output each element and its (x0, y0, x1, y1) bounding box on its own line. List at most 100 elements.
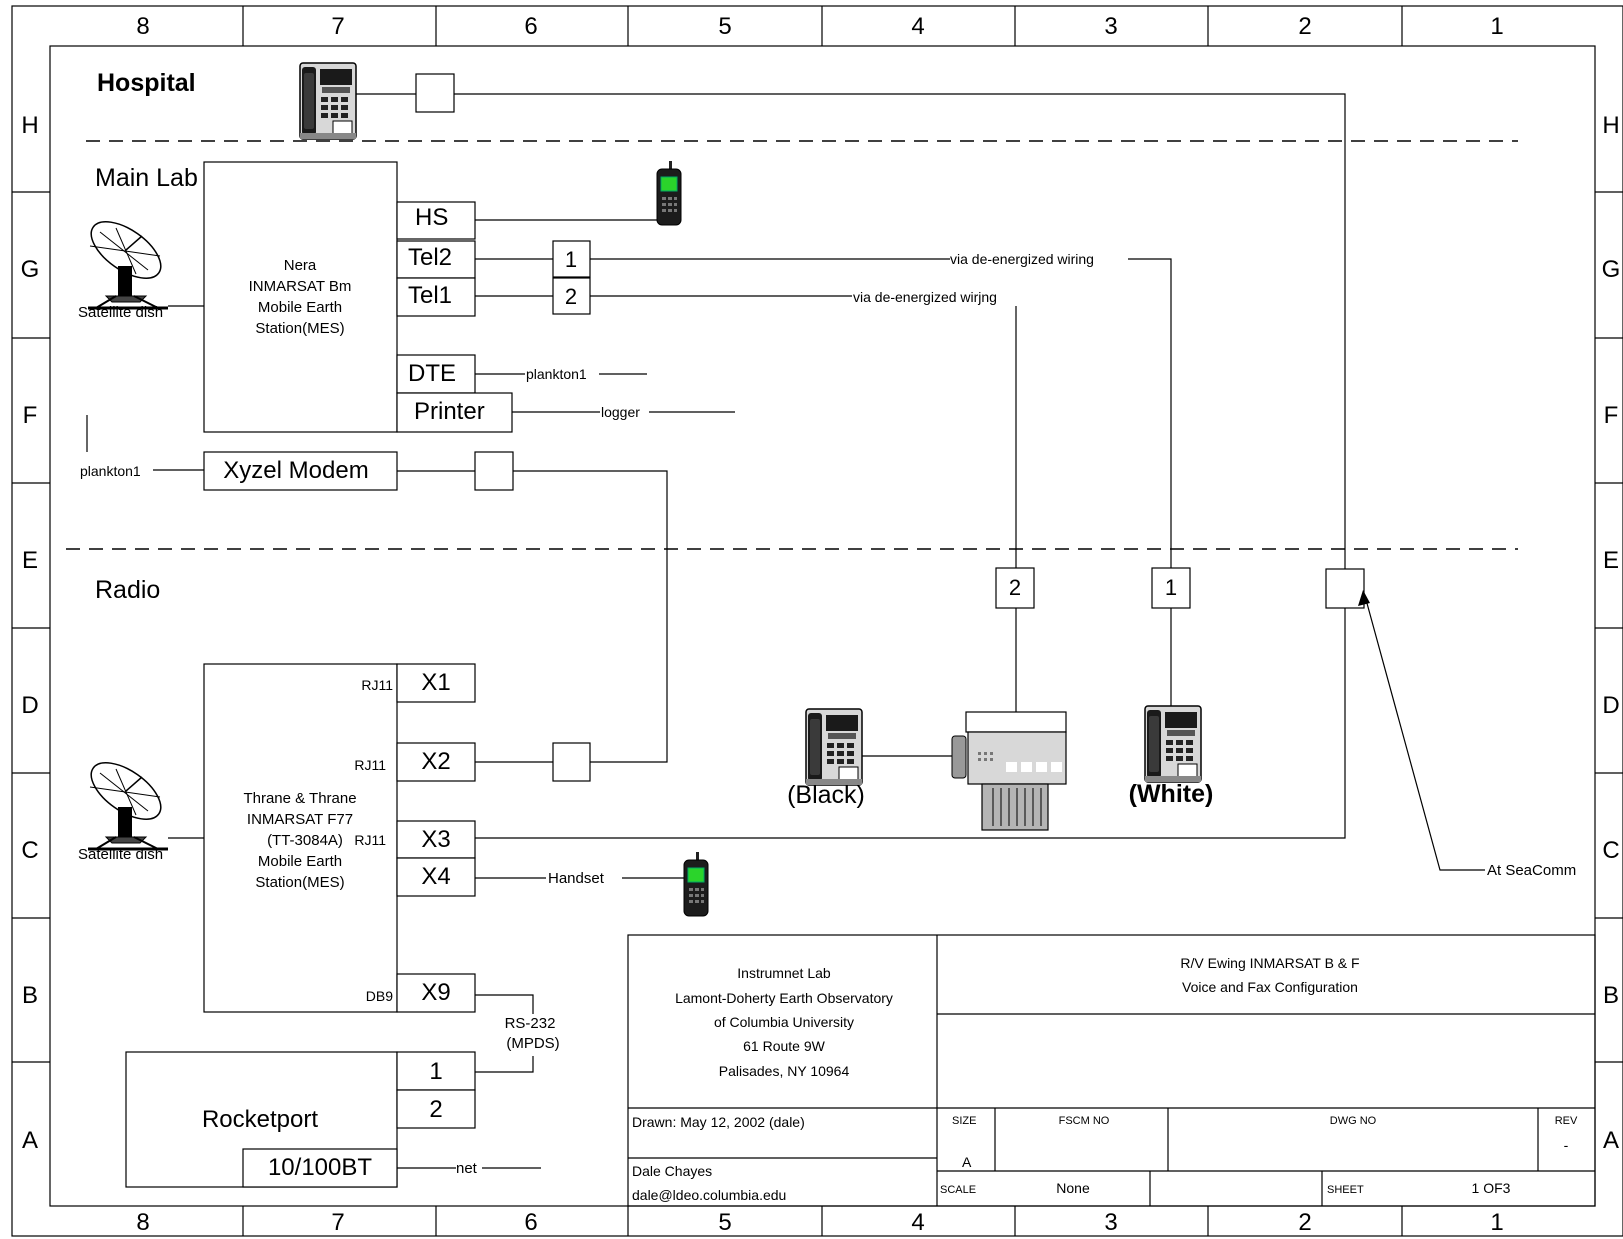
nera-line-2: INMARSAT Bm (249, 278, 352, 295)
column-label: 5 (718, 1209, 731, 1236)
nera-line-4: Station(MES) (255, 320, 344, 337)
column-label: 1 (1490, 13, 1503, 40)
scale-value: None (1056, 1180, 1090, 1196)
nera-line-1: Nera (284, 257, 317, 274)
column-label: 8 (136, 1209, 149, 1236)
org-line: 61 Route 9W (743, 1038, 825, 1054)
size-value: A (962, 1154, 972, 1170)
nera-line-3: Mobile Earth (258, 299, 342, 316)
modem-wire-label: plankton1 (80, 463, 141, 479)
x2-junction-box (552, 742, 591, 782)
mpds-label: (MPDS) (506, 1035, 559, 1052)
satellite-dish-label: Satellite dish (78, 846, 163, 863)
title-block-organization: Instrumnet Lab Lamont-Doherty Earth Obse… (675, 965, 893, 1079)
org-line: Palisades, NY 10964 (719, 1063, 850, 1079)
via-wiring-label-2: via de-energized wirjng (853, 289, 997, 305)
dwg-label: DWG NO (1330, 1115, 1377, 1127)
row-label: H (1602, 112, 1619, 139)
white-desk-phone-icon[interactable] (1144, 705, 1202, 783)
row-label: D (1602, 692, 1619, 719)
column-label: 7 (331, 1209, 344, 1236)
seacomm-junction-box (1325, 568, 1365, 609)
thrane-port-x3-label: X3 (421, 826, 450, 853)
nera-port-tel1-label: Tel1 (408, 282, 452, 309)
hs-mobile-phone-icon[interactable] (656, 160, 682, 226)
rocketport-port-1 (396, 1051, 476, 1091)
thrane-ports: X1 X2 X3 X4 X9 (396, 663, 476, 1013)
org-line: of Columbia University (714, 1014, 854, 1030)
nera-port-printer (396, 392, 513, 433)
grid-column-labels-bottom: 8 7 6 5 4 3 2 1 (136, 1209, 1503, 1236)
handset-mobile-phone-icon[interactable] (683, 851, 709, 917)
thrane-line-3: (TT-3084A) (267, 832, 343, 849)
rocketport-port-2-label: 2 (429, 1096, 442, 1123)
printer-wire-label: logger (601, 404, 640, 420)
satellite-dish-icon (80, 209, 172, 310)
column-label: 2 (1298, 13, 1311, 40)
handset-wire-label: Handset (548, 870, 605, 887)
column-label: 6 (524, 1209, 537, 1236)
xyzel-modem: Xyzel Modem (203, 451, 398, 491)
fax-machine-icon[interactable] (951, 711, 1067, 831)
org-line: Instrumnet Lab (737, 965, 831, 981)
zone-label-hospital: Hospital (97, 69, 196, 97)
drawing-title-line-2: Voice and Fax Configuration (1182, 979, 1358, 995)
thrane-line-1: Thrane & Thrane (243, 790, 356, 807)
column-label: 8 (136, 13, 149, 40)
nera-mes-unit: Nera INMARSAT Bm Mobile Earth Station(ME… (203, 161, 398, 433)
column-label: 6 (524, 13, 537, 40)
row-label: H (21, 112, 38, 139)
rocketport-label: Rocketport (202, 1106, 318, 1133)
seacomm-pointer (1364, 595, 1485, 871)
zone-separators (66, 140, 1518, 550)
drawn-date: Drawn: May 12, 2002 (dale) (632, 1114, 805, 1130)
size-label: SIZE (952, 1115, 976, 1127)
satellite-dish-icon (80, 750, 172, 851)
rocketport-port-1-label: 1 (429, 1058, 442, 1085)
thrane-line-2: INMARSAT F77 (247, 811, 353, 828)
row-label: E (22, 547, 38, 574)
drawing-title-line-1: R/V Ewing INMARSAT B & F (1180, 955, 1359, 971)
nera-port-tel2-label: Tel2 (408, 244, 452, 271)
grid-column-labels-top: 8 7 6 5 4 3 2 1 (136, 13, 1503, 40)
row-label: F (23, 402, 38, 429)
rev-value: - (1564, 1137, 1569, 1153)
thrane-port-x1 (396, 663, 476, 703)
modem-junction-box (474, 451, 514, 491)
column-label: 7 (331, 13, 344, 40)
fax-junction: 2 (995, 567, 1035, 609)
xyzel-modem-label: Xyzel Modem (223, 457, 368, 484)
grid-ticks (12, 6, 1623, 1236)
x2-port-type: RJ11 (354, 757, 386, 773)
row-label: C (21, 837, 38, 864)
row-label: A (1603, 1127, 1619, 1154)
org-line: Lamont-Doherty Earth Observatory (675, 990, 893, 1006)
grid-row-labels-right: H G F E D C B A (1602, 112, 1621, 1154)
x9-port-type: DB9 (366, 988, 393, 1004)
row-label: B (22, 982, 38, 1009)
column-label: 3 (1104, 1209, 1117, 1236)
row-label: D (21, 692, 38, 719)
black-desk-phone-icon[interactable] (805, 708, 863, 786)
nera-port-printer-label: Printer (414, 398, 485, 425)
svg-text:2: 2 (1009, 575, 1021, 600)
scale-label: SCALE (940, 1184, 976, 1196)
rocketport-unit: Rocketport 1 2 10/100BT (125, 1051, 476, 1188)
rev-label: REV (1555, 1115, 1578, 1127)
column-label: 4 (911, 1209, 924, 1236)
nera-port-tel1 (396, 277, 476, 317)
column-label: 5 (718, 13, 731, 40)
hospital-desk-phone-icon[interactable] (299, 62, 357, 140)
title-block (627, 934, 1596, 1207)
satellite-dish-label: Satellite dish (78, 304, 163, 321)
thrane-port-x2-label: X2 (421, 748, 450, 775)
x3-port-type: RJ11 (354, 832, 386, 848)
nera-ports: HS Tel2 Tel1 DTE Printer (396, 201, 513, 433)
dte-wire-label: plankton1 (526, 366, 587, 382)
tel1-junction: 2 (552, 277, 591, 315)
nera-port-dte-label: DTE (408, 360, 456, 387)
seacomm-label: At SeaComm (1487, 862, 1576, 879)
hospital-junction-box (415, 73, 455, 113)
sheet-value: 1 OF3 (1472, 1180, 1511, 1196)
